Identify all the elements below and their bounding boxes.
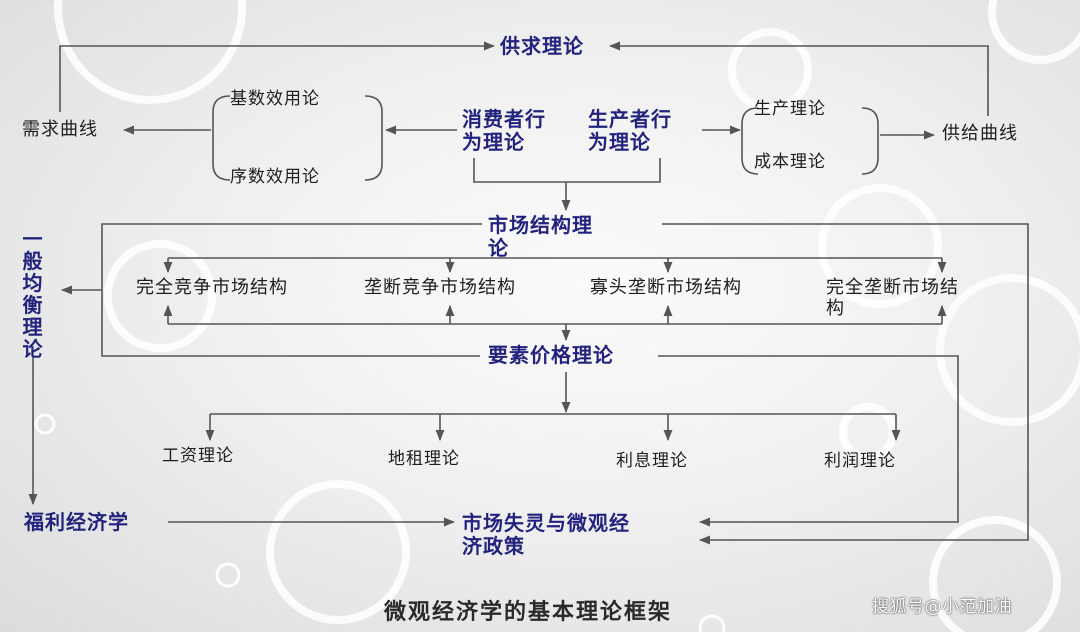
loop-market-structure-right <box>662 223 1029 545</box>
arrow-supply-to-supply-demand <box>608 41 989 116</box>
node-monopolistic-competition: 垄断竞争市场结构 <box>364 277 516 298</box>
node-consumer-theory-line2: 为理论 <box>462 130 525 154</box>
node-factor-price-theory: 要素价格理论 <box>488 343 614 367</box>
bg-circle <box>929 516 1061 632</box>
node-general-equilibrium: 一般均衡理论 <box>22 227 44 361</box>
node-oligopoly: 寡头垄断市场结构 <box>590 277 742 298</box>
brace-utility-right <box>364 95 383 181</box>
bg-circle <box>988 0 1080 64</box>
node-consumer-theory: 消费者行 为理论 <box>462 108 546 154</box>
brace-utility-left <box>212 95 231 181</box>
node-cardinal-utility: 基数效用论 <box>230 89 320 109</box>
node-producer-theory: 生产者行 为理论 <box>588 108 672 154</box>
node-market-structure-theory: 市场结构理 论 <box>488 214 593 260</box>
bg-circle <box>54 0 246 104</box>
watermark: 搜狐号@小范加油 <box>872 597 1012 617</box>
node-supply-curve: 供给曲线 <box>942 123 1018 144</box>
node-supply-demand-theory: 供求理论 <box>500 34 584 58</box>
node-market-structure-line2: 论 <box>488 236 509 260</box>
node-profit-theory: 利润理论 <box>824 451 896 471</box>
bg-circle <box>936 274 1080 426</box>
bg-circle <box>34 413 56 435</box>
link-factor-price-to-market-failure <box>658 355 959 527</box>
node-market-failure-line2: 济政策 <box>462 534 525 558</box>
bg-circle <box>818 184 942 308</box>
node-perfect-monopoly-line2: 构 <box>826 297 845 319</box>
node-perfect-monopoly: 完全垄断市场结 构 <box>826 277 959 319</box>
node-perfect-competition: 完全竞争市场结构 <box>136 277 288 298</box>
node-ordinal-utility: 序数效用论 <box>230 167 320 187</box>
bg-circle <box>728 28 812 112</box>
node-producer-theory-line2: 为理论 <box>588 130 651 154</box>
node-perfect-monopoly-line1: 完全垄断市场结 <box>826 277 959 298</box>
node-wage-theory: 工资理论 <box>162 446 234 466</box>
node-market-failure-policy: 市场失灵与微观经 济政策 <box>462 512 630 558</box>
node-producer-theory-line1: 生产者行 <box>588 107 672 131</box>
node-market-structure-line1: 市场结构理 <box>488 213 593 237</box>
bg-circle <box>266 480 410 624</box>
node-demand-curve: 需求曲线 <box>22 119 98 140</box>
link-consumer-producer-merge <box>473 158 661 183</box>
bg-circle <box>215 562 241 588</box>
node-cost-theory: 成本理论 <box>754 152 826 172</box>
node-production-theory: 生产理论 <box>754 99 826 119</box>
bg-circle <box>104 240 216 352</box>
diagram-caption: 微观经济学的基本理论框架 <box>384 600 673 625</box>
bg-circle <box>698 614 726 632</box>
node-market-failure-line1: 市场失灵与微观经 <box>462 511 630 535</box>
node-consumer-theory-line1: 消费者行 <box>462 107 546 131</box>
arrow-demand-to-supply-demand <box>59 41 496 112</box>
node-rent-theory: 地租理论 <box>388 449 460 469</box>
brace-producer-left <box>741 107 759 175</box>
node-interest-theory: 利息理论 <box>616 451 688 471</box>
node-welfare-economics: 福利经济学 <box>24 510 129 534</box>
brace-producer-right <box>861 107 879 175</box>
